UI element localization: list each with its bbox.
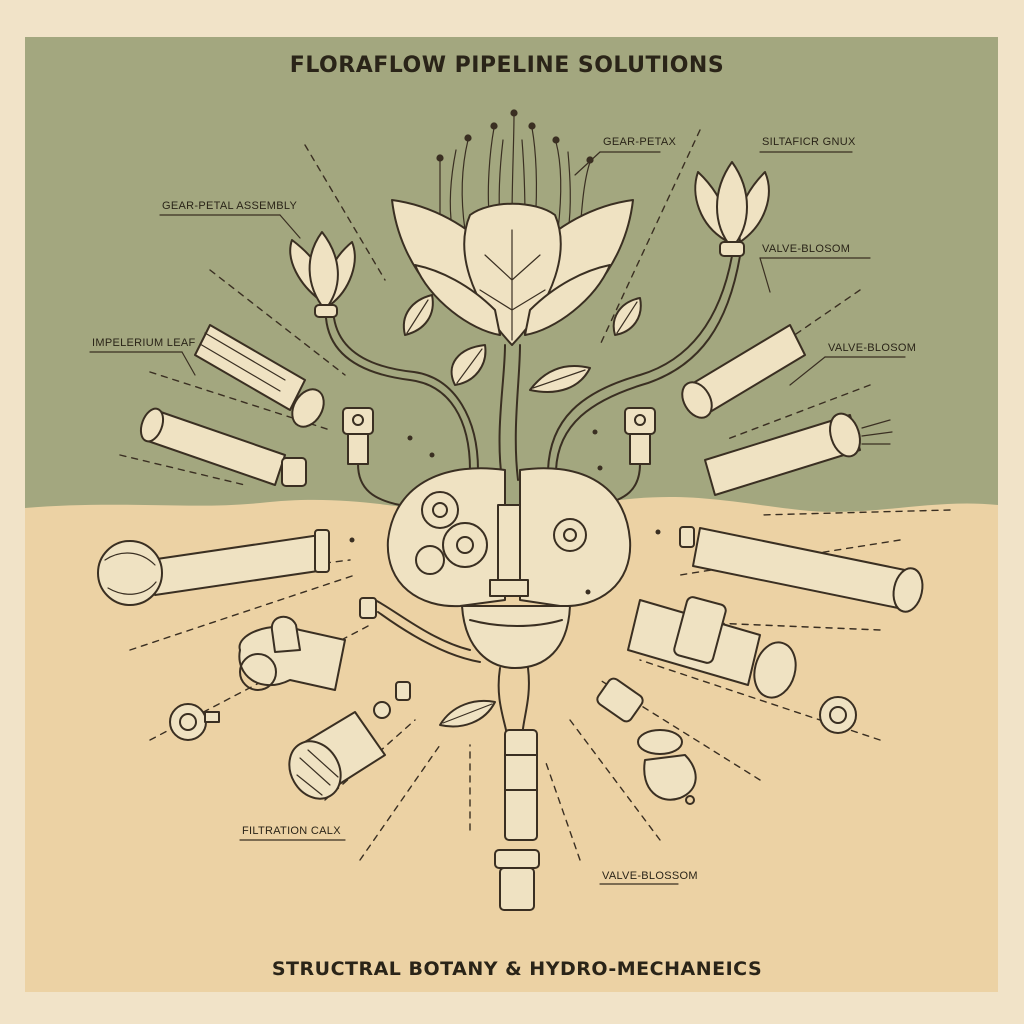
right-piston [599,407,656,506]
callout-siltaficr-gnux: SILTAFICR GNUX [762,136,856,148]
small-knob-right [819,696,857,734]
poster-title: FLORAFLOW PIPELINE SOLUTIONS [290,53,724,78]
telescope-pipe-left [139,407,307,487]
small-fittings-left [359,597,411,719]
lotus-flower [391,109,634,346]
callout-valve-blosom-top: VALVE-BLOSOM [762,243,850,255]
callout-filtration-calx: FILTRATION CALX [242,825,341,837]
poster-subtitle: STRUCTRAL BOTANY & HYDRO-MECHANEICS [272,958,762,980]
left-bud [289,231,356,318]
left-piston [342,407,401,506]
filter-sleeve-right [681,324,806,419]
long-pipe-right [679,526,924,613]
stems [325,255,741,481]
leaves [402,294,642,728]
decorative-dots [349,429,661,595]
callout-gear-petax: GEAR-PETAX [603,136,676,148]
callout-leaders [89,151,906,885]
valve-housing-right [627,596,797,699]
small-knob-left [169,703,220,741]
right-bud [694,161,770,257]
blossom-cap [596,677,697,805]
mesh-filter [288,711,386,800]
gear-sphere [386,467,632,669]
filter-sleeve-left [194,324,325,428]
pipe-with-flower [97,529,330,606]
callout-valve-blosom-right: VALVE-BLOSOM [828,342,916,354]
telescope-pipe-right [704,412,893,496]
callout-impelerium-leaf: IMPELERIUM LEAF [92,337,196,349]
bottom-pipe [374,599,540,911]
callout-gear-petal-assembly: GEAR-PETAL ASSEMBLY [162,200,297,212]
callout-valve-blossom-bottom: VALVE-BLOSSOM [602,870,698,882]
valve-housing-left [238,615,346,691]
